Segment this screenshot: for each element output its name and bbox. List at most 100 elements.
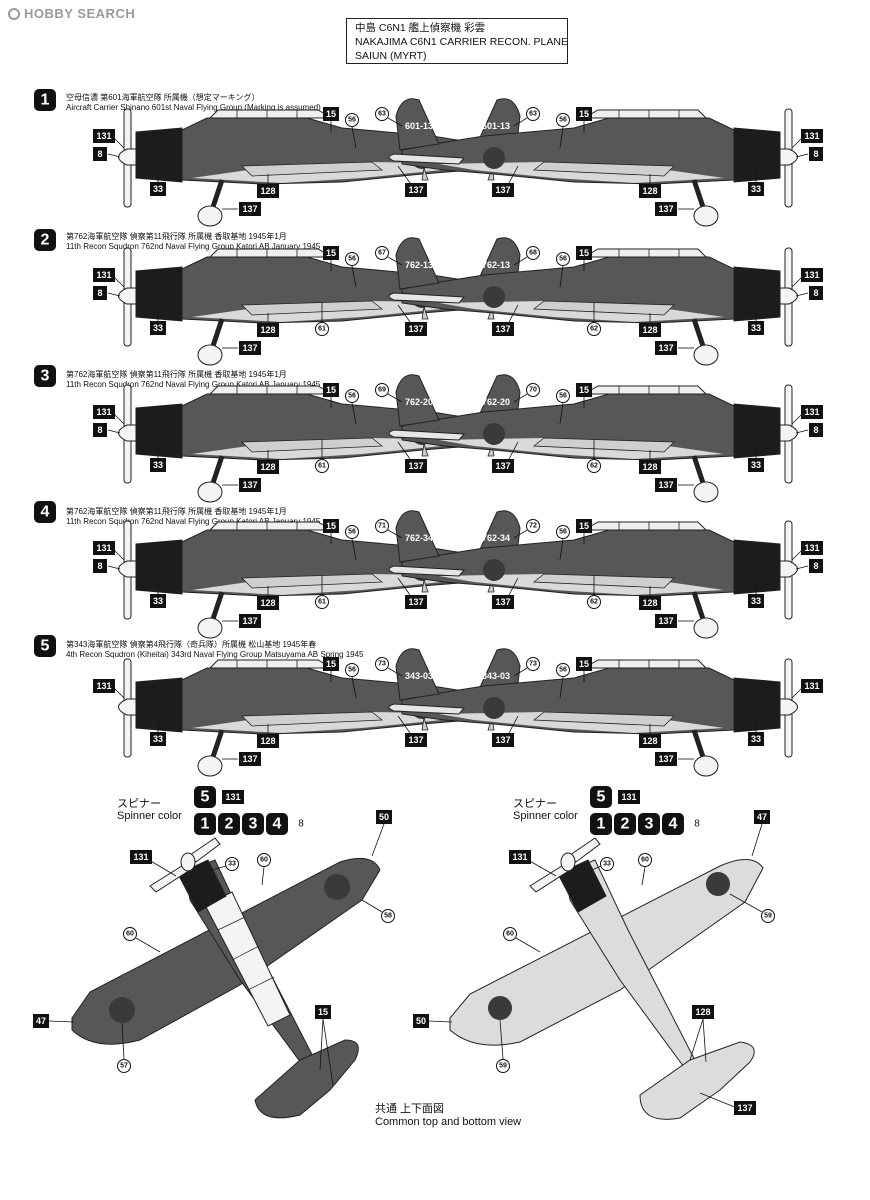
- left-137b-callout-4: 137: [405, 595, 427, 609]
- bottom-50: 50: [413, 1014, 429, 1028]
- spinner-131-callout-1: 131: [618, 790, 640, 804]
- svg-text:131: 131: [96, 407, 111, 417]
- scheme-5-right-profile: [389, 649, 798, 776]
- svg-text:2: 2: [41, 232, 50, 249]
- right-tail-decal-callout-4: 72: [526, 519, 540, 533]
- title-english: NAKAJIMA C6N1 CARRIER RECON. PLANE: [355, 36, 568, 48]
- svg-text:15: 15: [579, 659, 589, 669]
- left-code-3: 762-20: [405, 397, 433, 407]
- svg-text:56: 56: [348, 393, 356, 400]
- right-128-callout-2: 128: [639, 323, 661, 337]
- svg-text:15: 15: [579, 385, 589, 395]
- svg-text:137: 137: [495, 185, 510, 195]
- right-fuse-callout-4: 62: [587, 595, 601, 609]
- scheme-2-caption-ja: 第762海軍航空隊 偵察第11飛行隊 所属機 香取基地 1945年1月: [66, 232, 287, 241]
- common-view-label-ja: 共通 上下面図: [375, 1103, 445, 1115]
- svg-text:50: 50: [379, 812, 389, 822]
- svg-text:62: 62: [590, 326, 598, 333]
- svg-text:72: 72: [529, 523, 537, 530]
- spinner-badge-4-0: 4: [266, 813, 288, 835]
- svg-text:131: 131: [804, 131, 819, 141]
- right-tail-decal-callout-5: 73: [526, 657, 540, 671]
- svg-text:137: 137: [242, 480, 257, 490]
- spinner-badge-2-1: 2: [614, 813, 636, 835]
- svg-text:15: 15: [579, 109, 589, 119]
- spinner-en-left: Spinner color: [117, 810, 182, 822]
- svg-text:15: 15: [326, 659, 336, 669]
- left-128-callout-3: 128: [257, 460, 279, 474]
- right-137a-callout-3: 137: [655, 478, 677, 492]
- top-33: 33: [225, 857, 239, 871]
- svg-text:128: 128: [642, 462, 657, 472]
- right-code-1: 601-13: [482, 121, 510, 131]
- svg-text:8: 8: [813, 425, 818, 435]
- bottom-59b: 59: [496, 1059, 510, 1073]
- svg-text:47: 47: [36, 1016, 46, 1026]
- right-nose-callout-1: 131: [801, 129, 823, 143]
- svg-text:137: 137: [408, 185, 423, 195]
- svg-text:131: 131: [804, 270, 819, 280]
- svg-text:56: 56: [559, 256, 567, 263]
- left-15-callout-3: 15: [323, 383, 339, 397]
- left-spinner-callout-4: 8: [93, 559, 107, 573]
- right-code-4: 762-34: [482, 533, 510, 543]
- svg-text:131: 131: [133, 852, 148, 862]
- svg-text:137: 137: [658, 480, 673, 490]
- svg-text:3: 3: [249, 816, 258, 833]
- top-58: 58: [381, 909, 395, 923]
- svg-text:4: 4: [669, 816, 678, 833]
- scheme-3-right-profile: [389, 375, 798, 502]
- svg-text:4: 4: [41, 504, 50, 521]
- left-56-callout-1: 56: [345, 113, 359, 127]
- right-128-callout-3: 128: [639, 460, 661, 474]
- svg-text:69: 69: [378, 387, 386, 394]
- spinner-badge-3-0: 3: [242, 813, 264, 835]
- svg-text:33: 33: [153, 596, 163, 606]
- svg-text:137: 137: [495, 324, 510, 334]
- scheme-2-caption: 第762海軍航空隊 偵察第11飛行隊 所属機 香取基地 1945年1月 11th…: [66, 232, 320, 252]
- svg-text:1: 1: [201, 816, 210, 833]
- right-tail-decal-callout-1: 63: [526, 107, 540, 121]
- svg-text:33: 33: [153, 460, 163, 470]
- svg-text:70: 70: [529, 387, 537, 394]
- svg-text:131: 131: [96, 543, 111, 553]
- scheme-badge-5: 5: [34, 635, 56, 657]
- svg-text:56: 56: [348, 256, 356, 263]
- right-nose-callout-3: 131: [801, 405, 823, 419]
- left-code-2: 762-13: [405, 260, 433, 270]
- left-tail-decal-callout-5: 73: [375, 657, 389, 671]
- svg-text:137: 137: [408, 597, 423, 607]
- hobby-search-logo: HOBBY SEARCH: [8, 6, 135, 21]
- top-47: 47: [33, 1014, 49, 1028]
- svg-text:50: 50: [416, 1016, 426, 1026]
- svg-text:137: 137: [242, 754, 257, 764]
- svg-text:131: 131: [96, 270, 111, 280]
- svg-text:137: 137: [658, 616, 673, 626]
- right-137b-callout-4: 137: [492, 595, 514, 609]
- spinner-badge-2-0: 2: [218, 813, 240, 835]
- right-128-callout-5: 128: [639, 734, 661, 748]
- svg-text:56: 56: [348, 117, 356, 124]
- right-tail-decal-callout-2: 68: [526, 246, 540, 260]
- left-56-callout-3: 56: [345, 389, 359, 403]
- scheme-4-caption-ja: 第762海軍航空隊 偵察第11飛行隊 所属機 香取基地 1945年1月: [66, 507, 287, 516]
- right-15-callout-1: 15: [576, 107, 592, 121]
- scheme-5-caption: 第343海軍航空隊 偵察第4飛行隊（奇兵隊）所属機 松山基地 1945年春 4t…: [66, 640, 364, 660]
- right-15-callout-2: 15: [576, 246, 592, 260]
- right-128-callout-1: 128: [639, 184, 661, 198]
- svg-text:131: 131: [96, 681, 111, 691]
- left-15-callout-2: 15: [323, 246, 339, 260]
- right-code-3: 762-20: [482, 397, 510, 407]
- svg-text:60: 60: [506, 931, 514, 938]
- scheme-badge-3: 3: [34, 365, 56, 387]
- right-33-callout-4: 33: [748, 594, 764, 608]
- right-nose-callout-5: 131: [801, 679, 823, 693]
- svg-text:8: 8: [97, 561, 102, 571]
- svg-text:60: 60: [126, 931, 134, 938]
- svg-text:137: 137: [408, 324, 423, 334]
- spinner-8-0: 8: [298, 819, 304, 830]
- scheme-1-caption: 空母信濃 第601海軍航空隊 所属機（想定マーキング） Aircraft Car…: [66, 93, 321, 113]
- svg-text:137: 137: [242, 343, 257, 353]
- svg-text:33: 33: [751, 460, 761, 470]
